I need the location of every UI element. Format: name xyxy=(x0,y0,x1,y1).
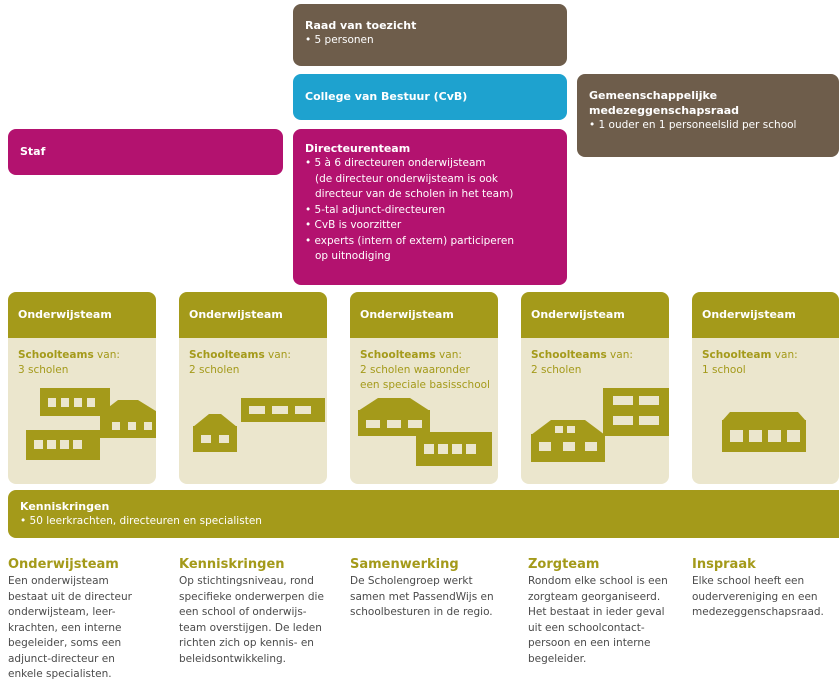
onderwijsteam-header: Onderwijsteam xyxy=(179,292,327,338)
info-zorgteam: Zorgteam Rondom elke school is een zorgt… xyxy=(528,556,688,667)
onderwijsteam-column-1: Onderwijsteam Schoolteams van: 3 scholen xyxy=(8,292,156,484)
onderwijsteam-column-5: Onderwijsteam Schoolteam van: 1 school xyxy=(692,292,839,484)
info-line: specifieke onderwerpen die xyxy=(179,590,324,603)
onderwijsteam-header: Onderwijsteam xyxy=(350,292,498,338)
gmr-box: Gemeenschappelijke medezeggenschapsraad … xyxy=(577,74,839,157)
info-line: De Scholengroep werkt xyxy=(350,575,473,587)
info-line: onderwijsteam, leer- xyxy=(8,606,116,618)
gmr-title-line1: Gemeenschappelijke xyxy=(589,89,718,102)
info-line: schoolbesturen in de regio. xyxy=(350,606,493,618)
info-line: krachten, een interne xyxy=(8,621,122,634)
schoolteams-label-bold: Schoolteams xyxy=(18,349,94,361)
school-building-icon xyxy=(722,412,806,452)
schoolteams-count: 2 scholen xyxy=(531,364,582,376)
school-buildings-icon xyxy=(193,398,325,452)
onderwijsteam-body: Schoolteams van: 3 scholen xyxy=(8,338,156,484)
info-line: begeleider. xyxy=(528,652,587,665)
schoolteams-label-rest: van: xyxy=(435,349,462,361)
staf-box: Staf xyxy=(8,129,283,175)
info-line: Het bestaat in ieder geval xyxy=(528,606,665,618)
schoolteams-count: 1 school xyxy=(702,364,746,376)
info-line: medezeggenschapsraad. xyxy=(692,606,824,618)
onderwijsteam-body: Schoolteam van: 1 school xyxy=(692,338,839,484)
info-heading: Onderwijsteam xyxy=(8,557,119,572)
info-line: begeleider, soms een xyxy=(8,637,122,649)
directeuren-bullet: experts (intern of extern) participeren xyxy=(305,234,555,250)
schoolteams-label: Schoolteams van: 2 scholen xyxy=(531,348,669,378)
info-heading: Samenwerking xyxy=(350,557,459,572)
info-heading: Inspraak xyxy=(692,557,756,572)
school-buildings-icon xyxy=(531,388,669,462)
gmr-title-line2: medezeggenschapsraad xyxy=(589,104,740,117)
directeuren-bullet-cont: directeur van de scholen in het team) xyxy=(315,188,514,200)
schoolteams-label-bold: Schoolteams xyxy=(360,349,436,361)
info-line: samen met PassendWijs en xyxy=(350,590,494,603)
info-inspraak: Inspraak Elke school heeft een oudervere… xyxy=(692,556,839,621)
directeuren-bullet-cont: (de directeur onderwijsteam is ook xyxy=(315,172,498,185)
info-line: team overstijgen. De leden xyxy=(179,621,322,634)
info-line: bestaat uit de directeur xyxy=(8,590,132,603)
staf-title: Staf xyxy=(20,145,46,158)
schoolteams-label-bold: Schoolteams xyxy=(531,349,607,361)
schoolteams-label-bold: Schoolteams xyxy=(189,349,265,361)
directeurenteam-title: Directeurenteam xyxy=(305,142,411,155)
gmr-bullet: 1 ouder en 1 personeelslid per school xyxy=(589,118,827,134)
schoolteams-count: 2 scholen xyxy=(189,364,240,376)
directeuren-bullet: CvB is voorzitter xyxy=(305,218,555,234)
directeurenteam-box: Directeurenteam 5 à 6 directeuren onderw… xyxy=(293,129,567,285)
onderwijsteam-column-4: Onderwijsteam Schoolteams van: 2 scholen xyxy=(521,292,669,484)
schoolteams-label-rest: van: xyxy=(771,349,798,361)
college-van-bestuur-box: College van Bestuur (CvB) xyxy=(293,74,567,120)
info-line: oudervereniging en een xyxy=(692,590,818,603)
kenniskringen-title: Kenniskringen xyxy=(20,500,110,513)
onderwijsteam-body: Schoolteams van: 2 scholen waaronder een… xyxy=(350,338,498,484)
schoolteams-label-bold: Schoolteam xyxy=(702,349,772,361)
kenniskringen-bullet: 50 leerkrachten, directeuren en speciali… xyxy=(20,514,827,530)
schoolteams-label: Schoolteams van: 2 scholen xyxy=(189,348,327,378)
school-buildings-icon xyxy=(26,388,156,460)
info-line: beleidsontwikkeling. xyxy=(179,652,286,665)
info-line: adjunct-directeur en xyxy=(8,652,115,665)
onderwijsteam-body: Schoolteams van: 2 scholen xyxy=(179,338,327,484)
info-line: Een onderwijsteam xyxy=(8,575,109,587)
info-samenwerking: Samenwerking De Scholengroep werkt samen… xyxy=(350,556,510,621)
info-line: richten zich op kennis- en xyxy=(179,637,314,649)
info-line: enkele specialisten. xyxy=(8,668,112,680)
directeuren-bullet-cont: op uitnodiging xyxy=(315,250,391,262)
info-heading: Zorgteam xyxy=(528,557,600,572)
schoolteams-label: Schoolteams van: 2 scholen waaronder een… xyxy=(360,348,498,393)
onderwijsteam-body: Schoolteams van: 2 scholen xyxy=(521,338,669,484)
onderwijsteam-header: Onderwijsteam xyxy=(692,292,839,338)
raad-van-toezicht-box: Raad van toezicht 5 personen xyxy=(293,4,567,66)
onderwijsteam-header: Onderwijsteam xyxy=(8,292,156,338)
schoolteams-count: 3 scholen xyxy=(18,364,69,376)
info-line: uit een schoolcontact- xyxy=(528,621,645,634)
info-line: een school of onderwijs- xyxy=(179,606,307,618)
info-onderwijsteam: Onderwijsteam Een onderwijsteam bestaat … xyxy=(8,556,168,683)
schoolteams-count: 2 scholen waaronder xyxy=(360,364,470,376)
info-line: persoon en een interne xyxy=(528,637,651,649)
directeuren-bullet: 5 à 6 directeuren onderwijsteam xyxy=(305,156,555,172)
info-kenniskringen: Kenniskringen Op stichtingsniveau, rond … xyxy=(179,556,339,667)
info-line: zorgteam georganiseerd. xyxy=(528,590,661,603)
directeuren-bullet: 5-tal adjunct-directeuren xyxy=(305,203,555,219)
onderwijsteam-column-3: Onderwijsteam Schoolteams van: 2 scholen… xyxy=(350,292,498,484)
schoolteams-label: Schoolteam van: 1 school xyxy=(702,348,839,378)
school-buildings-icon xyxy=(358,398,492,466)
onderwijsteam-column-2: Onderwijsteam Schoolteams van: 2 scholen xyxy=(179,292,327,484)
schoolteams-detail: een speciale basisschool xyxy=(360,379,490,391)
schoolteams-label: Schoolteams van: 3 scholen xyxy=(18,348,156,378)
raad-bullet: 5 personen xyxy=(305,33,555,49)
info-line: Elke school heeft een xyxy=(692,575,805,587)
kenniskringen-bar: Kenniskringen 50 leerkrachten, directeur… xyxy=(8,490,839,538)
onderwijsteam-header: Onderwijsteam xyxy=(521,292,669,338)
schoolteams-label-rest: van: xyxy=(93,349,120,361)
info-heading: Kenniskringen xyxy=(179,557,285,572)
info-line: Op stichtingsniveau, rond xyxy=(179,575,314,587)
schoolteams-label-rest: van: xyxy=(264,349,291,361)
info-line: Rondom elke school is een xyxy=(528,575,668,587)
raad-title: Raad van toezicht xyxy=(305,19,417,32)
schoolteams-label-rest: van: xyxy=(606,349,633,361)
college-title: College van Bestuur (CvB) xyxy=(305,90,468,103)
